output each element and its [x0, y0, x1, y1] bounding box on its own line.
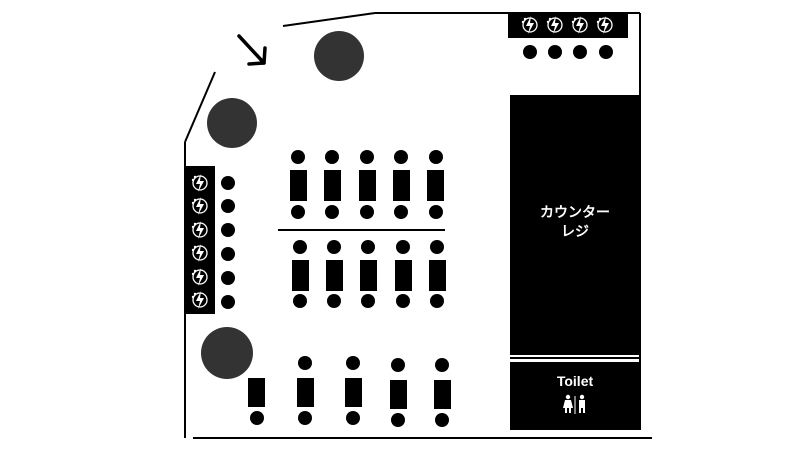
power-outlet-icon: [191, 221, 208, 239]
power-outlet-icon: [191, 174, 208, 192]
seat[interactable]: [523, 45, 537, 59]
power-outlet-icon: [191, 244, 208, 262]
power-outlet-icon: [191, 197, 208, 215]
pillar: [201, 327, 253, 379]
seat[interactable]: [221, 247, 235, 261]
seat[interactable]: [221, 223, 235, 237]
seat[interactable]: [221, 271, 235, 285]
table-set[interactable]: [390, 358, 407, 427]
seat[interactable]: [599, 45, 613, 59]
power-outlet-icon: [546, 16, 563, 34]
table-set[interactable]: [359, 150, 376, 219]
table-row-2: [292, 240, 446, 308]
outlet-strip-left: [185, 166, 215, 314]
pillar: [207, 98, 257, 148]
table-set[interactable]: [427, 150, 444, 219]
power-outlet-icon: [191, 291, 208, 309]
register-label: レジ: [561, 224, 589, 240]
table-set[interactable]: [290, 150, 307, 219]
table-set[interactable]: [393, 150, 410, 219]
power-outlet-icon: [596, 16, 613, 34]
pillars: [201, 31, 364, 379]
table-set[interactable]: [345, 356, 362, 425]
wall-upper-left-diagonal: [184, 71, 216, 143]
table-set[interactable]: [324, 150, 341, 219]
counter-block: [510, 95, 640, 355]
seat[interactable]: [573, 45, 587, 59]
toilet-label[interactable]: Toilet: [556, 373, 594, 389]
seat[interactable]: [548, 45, 562, 59]
outlets-top: [521, 16, 613, 34]
seats-left[interactable]: [221, 176, 235, 309]
table-set[interactable]: [297, 356, 314, 425]
outlets-left: [191, 174, 208, 309]
table-set[interactable]: [429, 240, 446, 308]
seat[interactable]: [221, 199, 235, 213]
restroom-icon: [563, 394, 585, 414]
power-outlet-icon: [571, 16, 588, 34]
table-row-1: [290, 150, 444, 219]
table-set[interactable]: [360, 240, 377, 308]
table-set[interactable]: [434, 358, 451, 427]
pillar: [314, 31, 364, 81]
counter-label: カウンター: [540, 205, 610, 221]
outlet-strip-top: [508, 13, 628, 38]
table-set[interactable]: [326, 240, 343, 308]
table-set[interactable]: [248, 378, 265, 425]
table-row-3: [248, 356, 451, 427]
power-outlet-icon: [191, 268, 208, 286]
table-set[interactable]: [395, 240, 412, 308]
seat[interactable]: [221, 176, 235, 190]
seat[interactable]: [221, 295, 235, 309]
arrow-down-right-icon: [237, 34, 267, 66]
wall-top: [282, 12, 376, 27]
power-outlet-icon: [521, 16, 538, 34]
table-set[interactable]: [292, 240, 309, 308]
seats-top-right[interactable]: [523, 45, 613, 59]
